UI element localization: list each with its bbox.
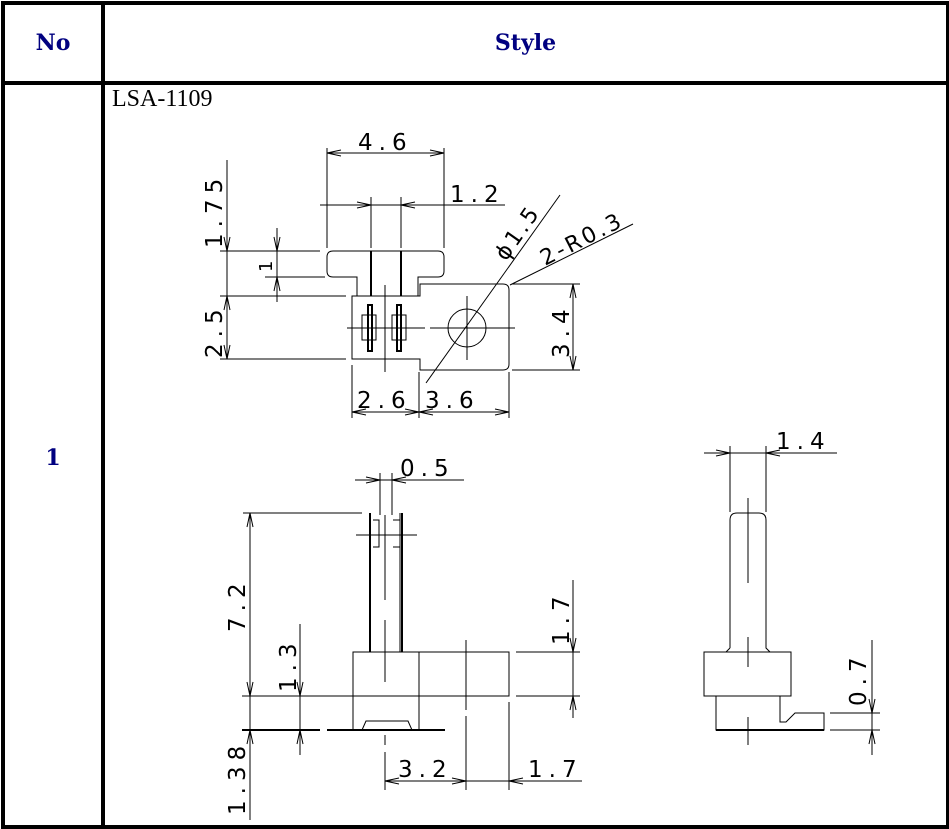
dim-body-left-width: 2.6: [357, 388, 412, 414]
dim-body-right-width: 3.6: [425, 388, 480, 414]
dim-total-height: 7.2: [225, 577, 251, 632]
dim-pin-width: 0.5: [400, 456, 455, 482]
dim-flange-height: 3.4: [549, 303, 575, 358]
dim-body-height: 2.5: [202, 303, 228, 358]
dim-below-base: 1.38: [225, 740, 251, 815]
header-no: No: [35, 30, 71, 56]
row-number: 1: [45, 445, 61, 471]
dim-foot-thickness: 0.7: [846, 651, 872, 706]
dim-hole-diameter: ϕ1.5: [490, 201, 546, 266]
dim-body-height-front: 1.7: [549, 590, 575, 645]
dim-center-offset: 3.2: [398, 757, 453, 783]
model-name: LSA-1109: [112, 86, 213, 112]
side-view: 1.4 0.7: [703, 429, 880, 755]
dim-base-height: 1.3: [276, 637, 302, 692]
dim-tab-1-75: 1.75: [202, 173, 228, 248]
dim-width-total: 4.6: [358, 130, 413, 156]
column-divider: [101, 5, 105, 825]
dim-pin-gap: 1.2: [450, 182, 505, 208]
dim-side-pin-width: 1.4: [776, 429, 831, 455]
dim-tab-thickness: 1: [256, 255, 277, 272]
header-style: Style: [494, 30, 557, 56]
header-divider: [5, 81, 946, 85]
dim-corner-radius: 2-R0.3: [536, 208, 628, 271]
top-view: 4.6 1.2 1.75 2.5 1 3.4 2.6 3.6 ϕ1.5 2-R0…: [202, 130, 634, 418]
front-view: 0.5 7.2 1.38 1.3 1.7 3.2 1.7: [225, 456, 583, 820]
dim-right-offset: 1.7: [528, 757, 583, 783]
